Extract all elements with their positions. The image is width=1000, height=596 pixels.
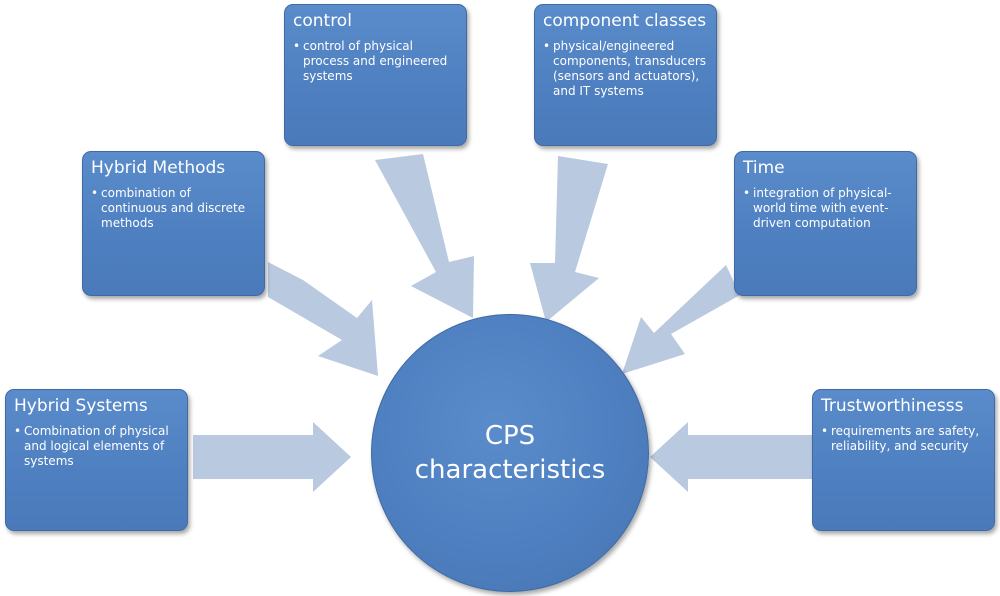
box-hybrid-systems: Hybrid Systems Combination of physical a… xyxy=(5,389,188,531)
arrow-control-to-center xyxy=(375,154,474,318)
center-label-line2: characteristics xyxy=(414,455,606,485)
arrow-trust-to-center xyxy=(650,422,812,492)
box-hybrid-systems-bullet: Combination of physical and logical elem… xyxy=(14,424,179,469)
arrow-time-to-center xyxy=(622,265,740,374)
box-control-title: control xyxy=(293,11,352,31)
box-time-bullet: integration of physical-world time with … xyxy=(743,186,908,231)
box-trust-title: Trustworthinesss xyxy=(821,396,964,416)
box-trust-bullet: requirements are safety, reliability, an… xyxy=(821,424,986,454)
box-component-classes: component classes physical/engineered co… xyxy=(534,4,717,146)
box-component-bullet: physical/engineered components, transduc… xyxy=(543,39,708,99)
center-label-line1: CPS xyxy=(484,421,536,451)
box-hybrid-methods-title: Hybrid Methods xyxy=(91,158,226,178)
box-control-bullet: control of physical process and engineer… xyxy=(293,39,458,84)
arrow-hybrid-methods-to-center xyxy=(268,262,378,376)
box-hybrid-methods-bullet: combination of continuous and discrete m… xyxy=(91,186,256,231)
box-component-title: component classes xyxy=(543,11,707,31)
arrow-component-to-center xyxy=(530,156,608,322)
box-time-title: Time xyxy=(743,158,785,178)
box-time: Time integration of physical-world time … xyxy=(734,151,917,296)
box-trustworthiness: Trustworthinesss requirements are safety… xyxy=(812,389,995,531)
arrow-hybrid-systems-to-center xyxy=(193,422,351,492)
center-circle: CPS characteristics xyxy=(371,314,649,592)
box-hybrid-systems-title: Hybrid Systems xyxy=(14,396,148,416)
box-control: control control of physical process and … xyxy=(284,4,467,146)
box-hybrid-methods: Hybrid Methods combination of continuous… xyxy=(82,151,265,296)
